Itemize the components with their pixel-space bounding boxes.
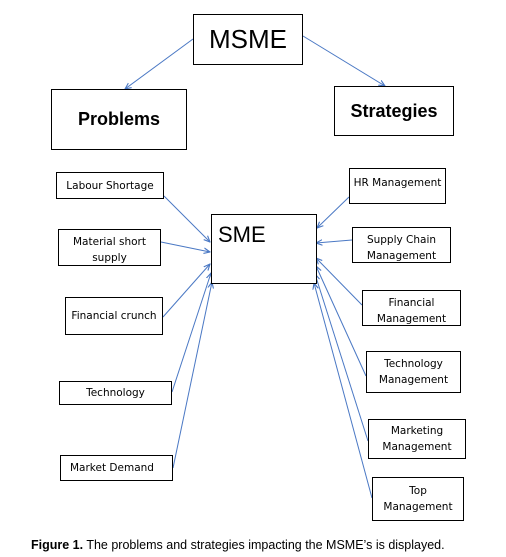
strategy-label: Top Management: [383, 485, 453, 513]
caption-text: The problems and strategies impacting th…: [83, 538, 445, 552]
strategy-label: Supply Chain Management: [366, 234, 437, 262]
msme-label: MSME: [209, 24, 287, 54]
strategy-supply-chain-management: Supply Chain Management: [352, 227, 451, 263]
strategy-label: Technology Management: [378, 358, 449, 386]
problem-label: Material short supply: [73, 236, 146, 264]
strategy-label: Marketing Management: [382, 425, 452, 453]
problem-financial-crunch: Financial crunch: [65, 297, 163, 335]
hr-management-arrow: [317, 196, 350, 228]
problem-labour-shortage: Labour Shortage: [56, 172, 164, 199]
strategies-label: Strategies: [350, 100, 438, 121]
financial-management-arrow: [316, 258, 363, 306]
problem-label: Financial crunch: [71, 310, 157, 322]
strategies-node: Strategies: [334, 86, 454, 136]
problem-label: Technology: [86, 387, 145, 399]
problem-technology: Technology: [59, 381, 172, 405]
msme-to-problems-arrow: [125, 38, 194, 89]
top-management-arrow: [314, 283, 373, 499]
strategy-technology-management: Technology Management: [366, 351, 461, 393]
supply-chain-arrow: [316, 240, 353, 243]
msme-node: MSME: [193, 14, 303, 65]
material-supply-arrow: [160, 241, 210, 252]
financial-crunch-arrow: [162, 264, 210, 318]
market-demand-arrow: [172, 282, 212, 469]
sme-label: SME: [218, 222, 266, 247]
figure-caption: Figure 1. The problems and strategies im…: [31, 538, 445, 552]
problem-material-short-supply: Material short supply: [58, 229, 161, 266]
sme-node: SME: [211, 214, 317, 284]
problem-label: Market Demand: [70, 462, 154, 474]
labour-shortage-arrow: [163, 195, 210, 242]
technology-management-arrow: [316, 266, 367, 377]
problem-label: Labour Shortage: [66, 179, 154, 192]
strategy-top-management: Top Management: [372, 477, 464, 521]
caption-prefix: Figure 1.: [31, 538, 84, 552]
strategy-hr-management: HR Management: [349, 168, 446, 204]
strategy-label: Financial Management: [376, 297, 447, 325]
marketing-management-arrow: [315, 274, 369, 442]
strategy-financial-management: Financial Management: [362, 290, 461, 326]
problems-node: Problems: [51, 89, 187, 150]
msme-to-strategies-arrow: [302, 35, 385, 86]
problems-label: Problems: [77, 109, 161, 129]
technology-problem-arrow: [171, 273, 211, 393]
strategy-marketing-management: Marketing Management: [368, 419, 466, 459]
strategy-label: HR Management: [353, 177, 442, 189]
problem-market-demand: Market Demand: [60, 455, 173, 481]
